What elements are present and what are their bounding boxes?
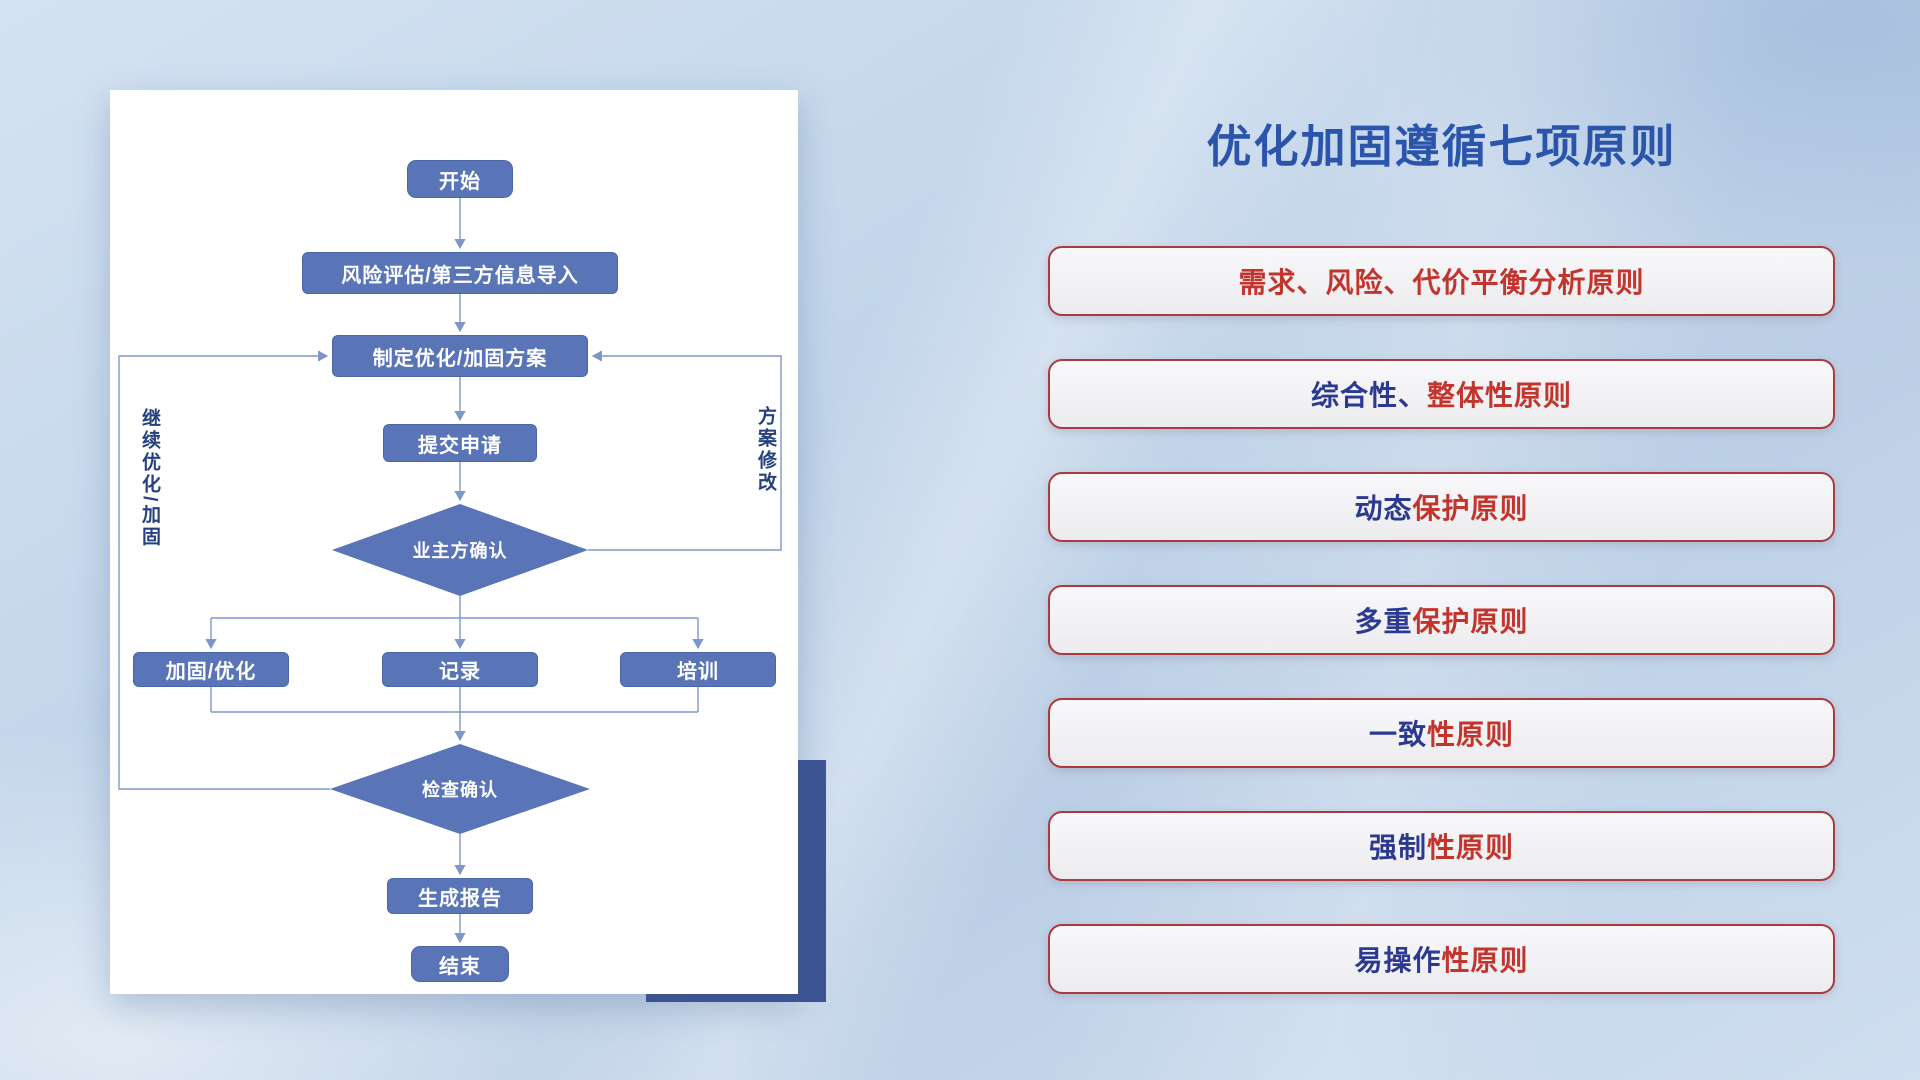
- flow-node-training: 培训: [620, 652, 776, 687]
- page-title: 优化加固遵循七项原则: [1206, 121, 1677, 172]
- principle-text-segment: 保护原则: [1412, 606, 1529, 637]
- flowchart-connectors: [118, 198, 782, 944]
- principle-item: 强制性原则: [1048, 811, 1835, 881]
- principle-text-segment: 整体性原则: [1427, 380, 1573, 411]
- flow-node-risk-import: 风险评估/第三方信息导入: [302, 252, 618, 294]
- principle-item: 需求、风险、代价平衡分析原则: [1048, 246, 1835, 316]
- principle-text-segment: 易操作: [1354, 945, 1442, 976]
- principle-item: 综合性、整体性原则: [1048, 359, 1835, 429]
- principle-text-segment: 多重: [1354, 606, 1413, 637]
- principles-list: 需求、风险、代价平衡分析原则综合性、整体性原则动态保护原则多重保护原则一致性原则…: [1048, 246, 1835, 994]
- principle-item: 易操作性原则: [1048, 924, 1835, 994]
- principle-text-segment: 综合性、: [1310, 380, 1427, 411]
- principle-text-segment: 需求、风险、代价平衡分析原则: [1238, 267, 1645, 298]
- principle-text-segment: 性原则: [1427, 832, 1515, 863]
- flow-node-harden-optimize: 加固/优化: [133, 652, 289, 687]
- principle-text-segment: 动态: [1354, 493, 1413, 524]
- flow-node-submit-request: 提交申请: [383, 424, 537, 462]
- principle-text-segment: 保护原则: [1412, 493, 1529, 524]
- principle-text-segment: 性原则: [1427, 719, 1515, 750]
- flow-node-generate-report: 生成报告: [387, 878, 533, 914]
- principle-text-segment: 一致: [1368, 719, 1427, 750]
- principle-item: 一致性原则: [1048, 698, 1835, 768]
- flow-node-make-plan: 制定优化/加固方案: [332, 335, 588, 377]
- principle-item: 动态保护原则: [1048, 472, 1835, 542]
- flow-node-end: 结束: [411, 946, 509, 982]
- flow-node-start: 开始: [407, 160, 513, 198]
- loop-label-continue-optimize: 继续优化/加固: [139, 408, 160, 549]
- flowchart-card: 开始 风险评估/第三方信息导入 制定优化/加固方案 提交申请 业主方确认 加固/…: [110, 90, 798, 994]
- principle-text-segment: 强制: [1368, 832, 1427, 863]
- loop-label-plan-modify: 方案修改: [755, 406, 776, 494]
- flow-node-record: 记录: [382, 652, 538, 687]
- principle-item: 多重保护原则: [1048, 585, 1835, 655]
- principle-text-segment: 性原则: [1441, 945, 1529, 976]
